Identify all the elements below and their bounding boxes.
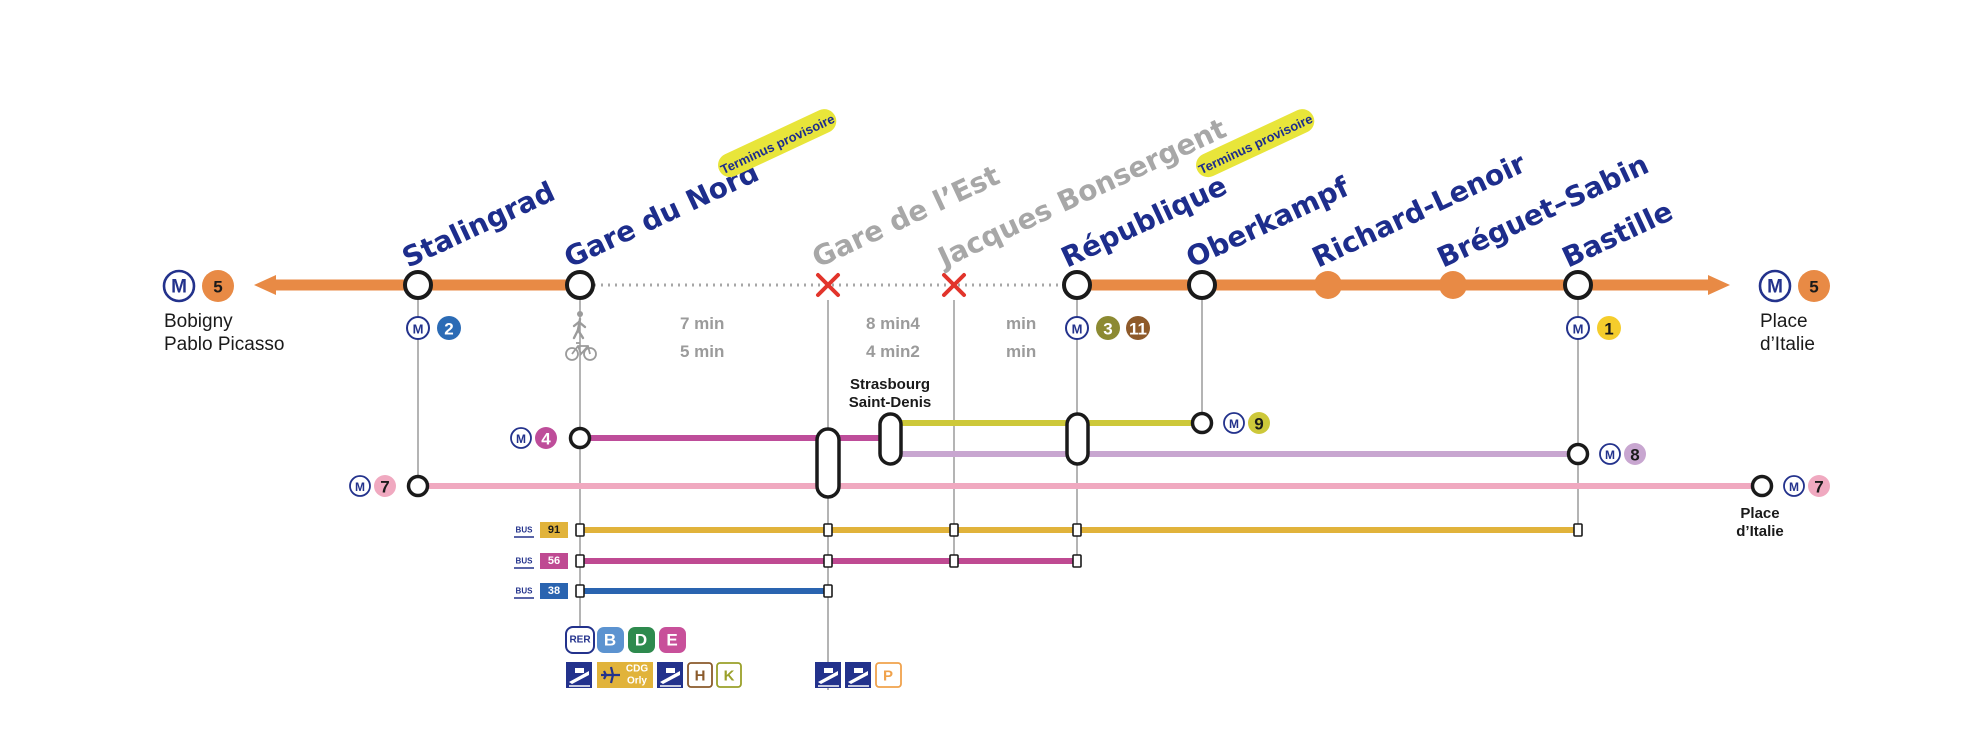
line-7-place-italie[interactable]	[1750, 474, 1774, 498]
bike-icon	[565, 342, 597, 361]
metro-icon: M	[1767, 277, 1783, 298]
place-italie-label-line2: d’Italie	[1736, 523, 1784, 540]
metro-icon: M	[1229, 417, 1239, 431]
plane-icon	[601, 666, 620, 684]
svg-text:H: H	[695, 668, 706, 685]
correspondence-bastille[interactable]: M 1	[1566, 316, 1621, 340]
bus-icon: BUS	[516, 587, 534, 596]
svg-text:8: 8	[1630, 446, 1639, 465]
line-5-track	[254, 275, 1730, 295]
svg-text:E: E	[666, 631, 677, 650]
line-7-stalingrad[interactable]	[406, 474, 430, 498]
correspondence-stalingrad[interactable]: M 2	[406, 316, 461, 340]
terminus-west-line2: Pablo Picasso	[164, 334, 284, 355]
correspondence-republique[interactable]: M 3 11	[1065, 316, 1150, 340]
terminus-east-line1: Place	[1760, 311, 1808, 332]
walk-time-3: min	[1006, 314, 1036, 333]
bus-icon: BUS	[516, 526, 534, 535]
svg-text:38: 38	[548, 585, 560, 597]
bike-time-1: 5 min	[680, 342, 724, 361]
svg-text:7: 7	[1814, 478, 1823, 497]
station-name-richard-lenoir[interactable]: Richard-Lenoir	[1307, 147, 1531, 275]
bike-time-2: 4 min2	[866, 342, 920, 361]
parking-icon: P	[883, 668, 893, 685]
station-name-stalingrad[interactable]: Stalingrad	[397, 175, 560, 274]
metro-icon: M	[1605, 448, 1615, 462]
line-4-gare-du-nord[interactable]	[568, 426, 592, 450]
walking-icon	[572, 311, 587, 340]
metro-icon: M	[355, 480, 365, 494]
line-7-badge-east[interactable]: M 7	[1783, 475, 1830, 497]
svg-text:3: 3	[1103, 320, 1112, 339]
bus-91-badge[interactable]: BUS 91	[514, 522, 568, 538]
republique-interchange[interactable]	[1065, 412, 1090, 466]
svg-text:4: 4	[541, 430, 551, 449]
terminus-west-line1: Bobigny	[164, 311, 233, 332]
metro-icon: M	[1072, 322, 1083, 337]
metro-icon: M	[516, 432, 526, 446]
line-5-badge-east[interactable]: M 5	[1758, 269, 1830, 303]
terminus-east-line2: d’Italie	[1760, 334, 1815, 355]
arrow-left-icon	[254, 275, 276, 295]
svg-text:5: 5	[213, 278, 222, 297]
line-4-badge[interactable]: M 4	[510, 427, 557, 449]
walk-time-1: 7 min	[680, 314, 724, 333]
airport-badge: CDG Orly	[597, 662, 653, 688]
svg-text:Orly: Orly	[627, 676, 647, 687]
svg-text:Terminus provisoire: Terminus provisoire	[718, 111, 837, 177]
gare-du-nord-services[interactable]: CDG Orly H K	[565, 661, 742, 689]
metro-icon: M	[1789, 480, 1799, 494]
line-5-badge-west[interactable]: M 5	[162, 269, 234, 303]
bus-icon: BUS	[516, 557, 534, 566]
metro-icon: M	[1573, 322, 1584, 337]
svg-text:B: B	[604, 631, 616, 650]
svg-text:2: 2	[444, 320, 453, 339]
place-italie-label-line1: Place	[1740, 505, 1779, 522]
metro-icon: M	[171, 277, 187, 298]
svg-text:11: 11	[1129, 320, 1147, 339]
train-icon	[565, 661, 593, 689]
svg-text:5: 5	[1809, 278, 1818, 297]
line-9-oberkampf[interactable]	[1190, 411, 1214, 435]
line-7-badge-west[interactable]: M 7	[349, 475, 396, 497]
rer-badges[interactable]: RER B D E	[565, 626, 686, 654]
svg-text:K: K	[724, 668, 735, 685]
strasbourg-interchange[interactable]	[815, 427, 841, 499]
bike-time-3: min	[1006, 342, 1036, 361]
bus-stops	[575, 523, 1583, 598]
svg-text:56: 56	[548, 555, 560, 567]
arrow-right-icon	[1708, 275, 1730, 295]
station-name-breguet-sabin[interactable]: Bréguet–Sabin	[1432, 148, 1654, 275]
line-8-bastille[interactable]	[1566, 442, 1590, 466]
strasbourg-label-line1: Strasbourg	[850, 376, 930, 393]
train-icon	[814, 661, 842, 689]
train-icon	[656, 661, 684, 689]
svg-text:9: 9	[1254, 415, 1263, 434]
line-9-badge[interactable]: M 9	[1223, 412, 1270, 434]
line-8-badge[interactable]: M 8	[1599, 443, 1646, 465]
walk-time-2: 8 min4	[866, 314, 920, 333]
svg-text:91: 91	[548, 524, 560, 536]
svg-text:7: 7	[380, 478, 389, 497]
closed-x-icon	[942, 273, 966, 297]
gare-de-lest-services[interactable]: P	[814, 661, 902, 689]
strasbourg-label-line2: Saint-Denis	[849, 394, 932, 411]
svg-text:CDG: CDG	[626, 664, 648, 675]
strasbourg-saint-denis-station[interactable]	[878, 412, 903, 466]
train-icon	[844, 661, 872, 689]
bus-38-badge[interactable]: BUS 38	[514, 583, 568, 599]
metro-icon: M	[413, 322, 424, 337]
station-markers[interactable]	[403, 270, 1593, 300]
svg-text:D: D	[635, 631, 647, 650]
closed-x-icon	[816, 273, 840, 297]
svg-text:1: 1	[1604, 320, 1613, 339]
terminus-tag-gare-du-nord: Terminus provisoire	[718, 109, 837, 178]
bus-56-badge[interactable]: BUS 56	[514, 553, 568, 569]
rer-icon: RER	[569, 635, 591, 646]
